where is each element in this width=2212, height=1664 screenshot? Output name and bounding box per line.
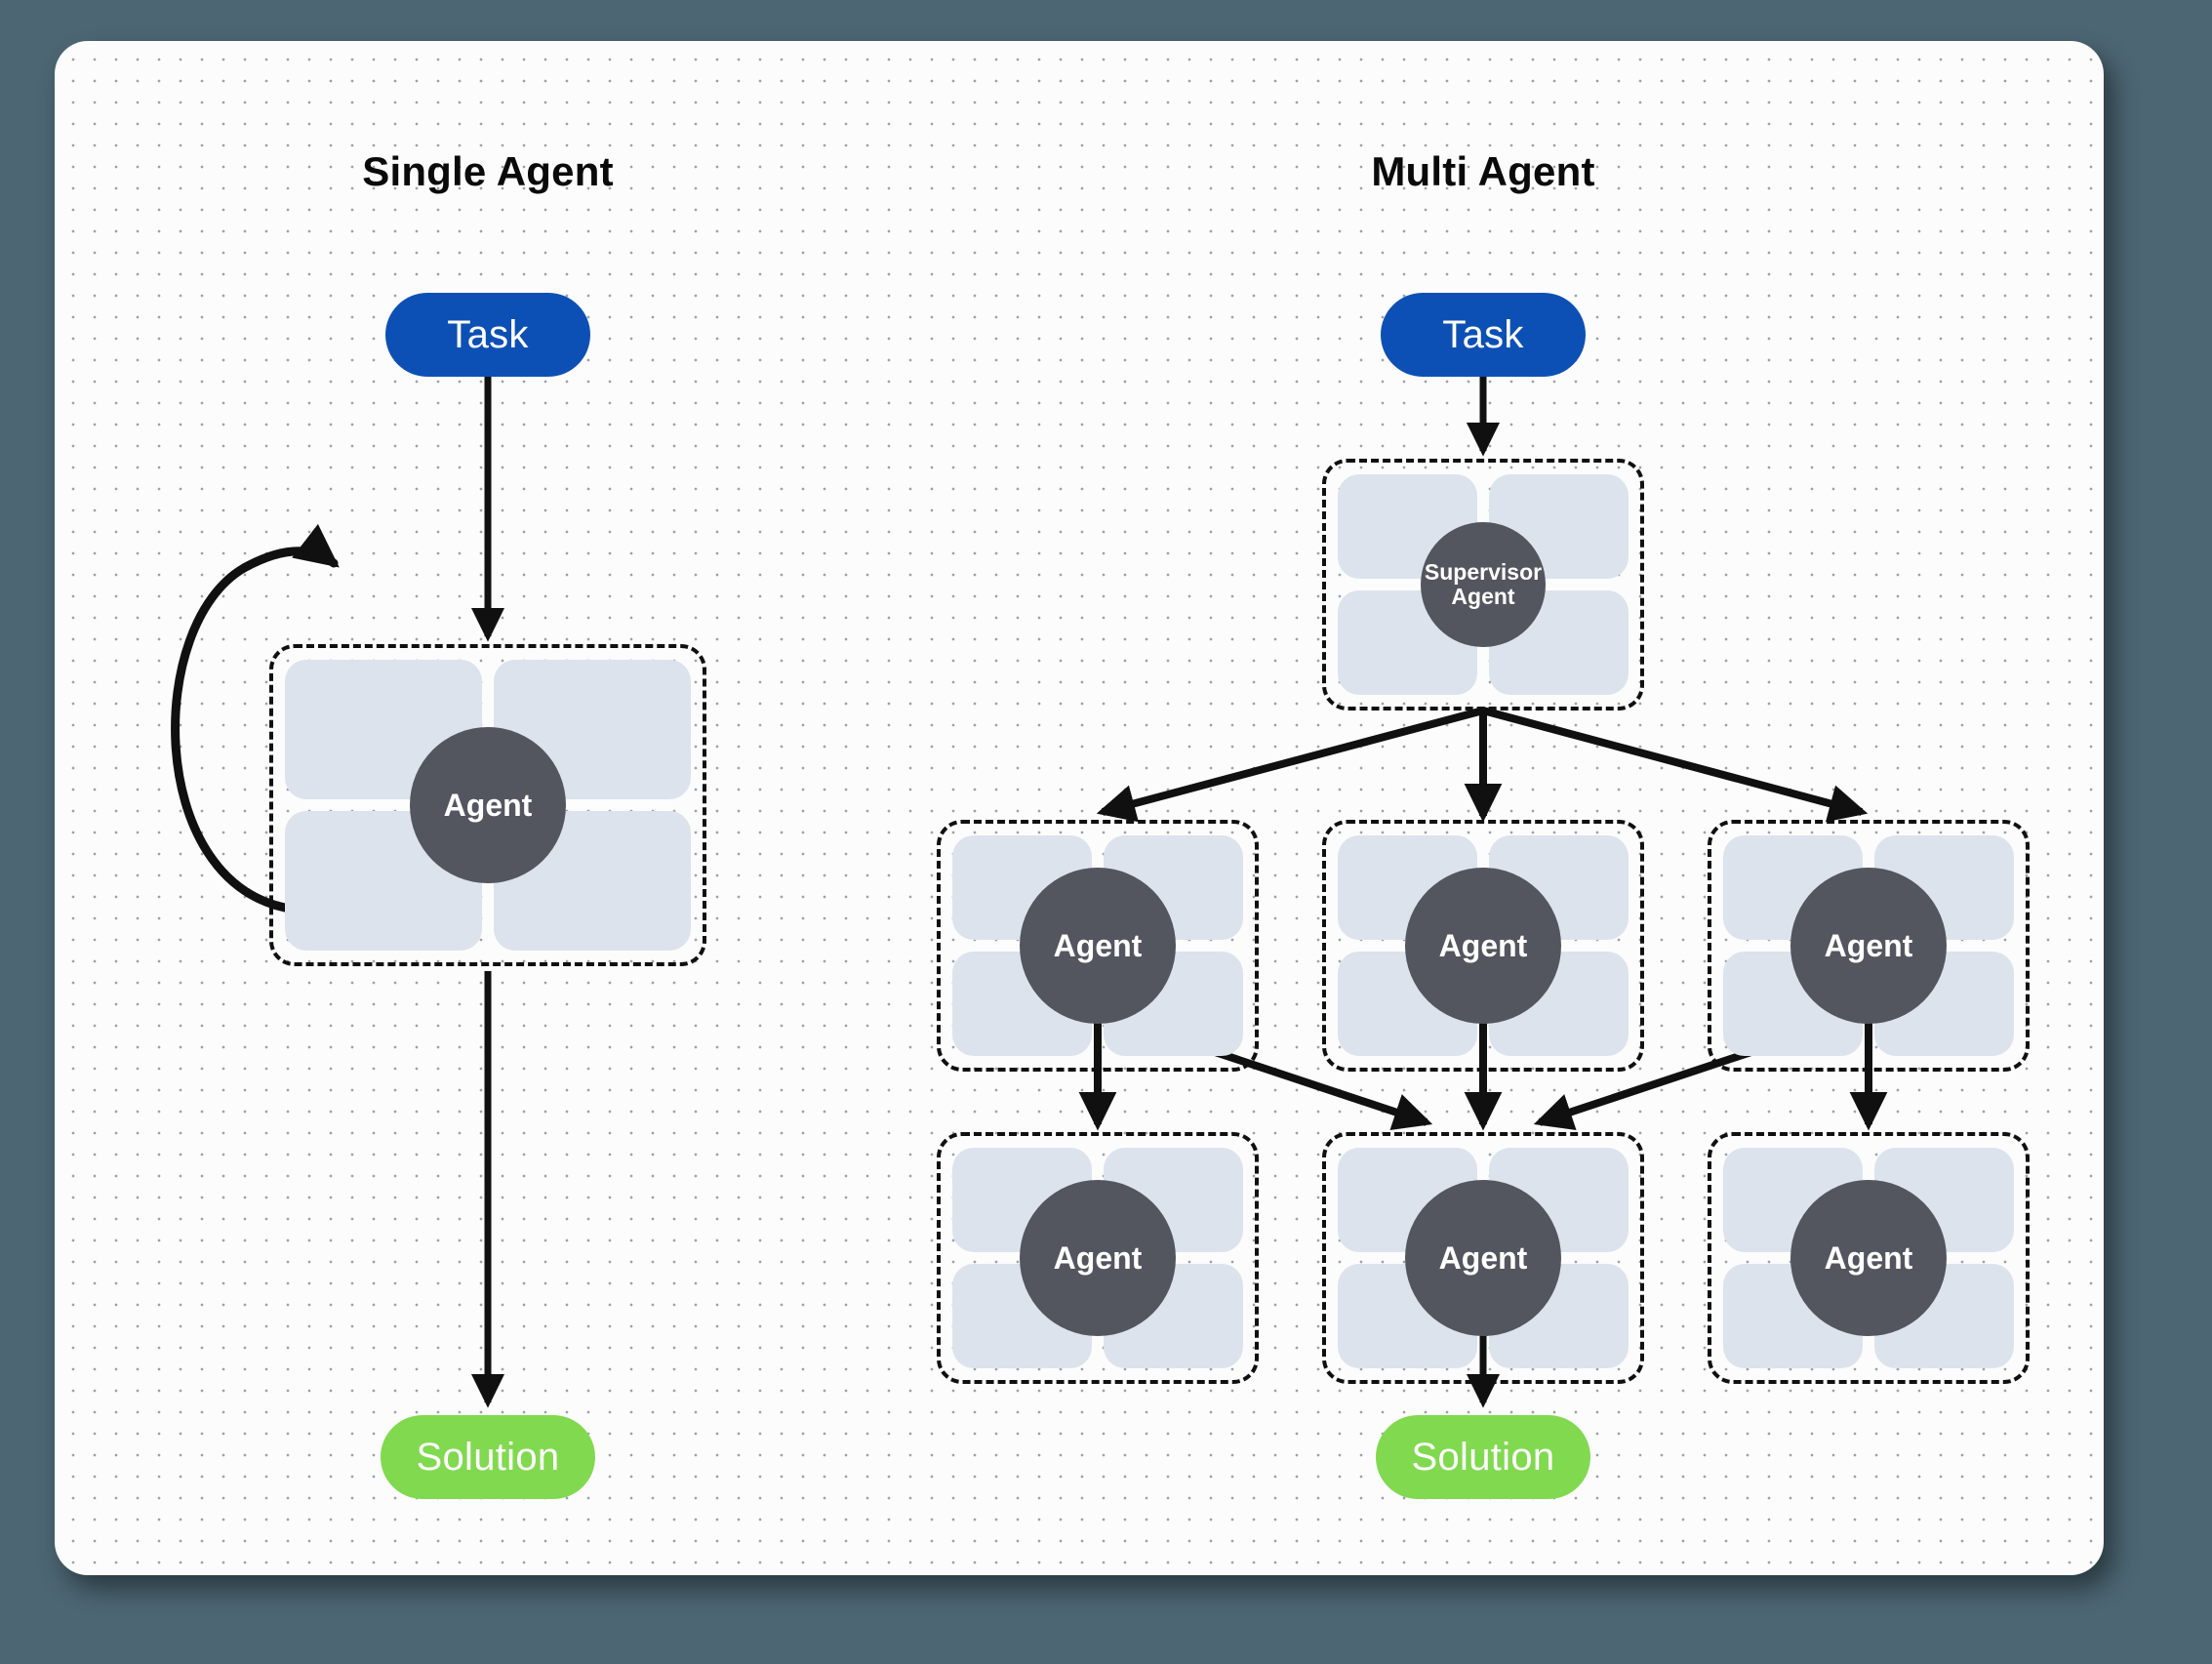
node-agent-row3-col3[interactable]: Agent (1708, 1132, 2030, 1384)
node-agent-row3-col2[interactable]: Agent (1322, 1132, 1644, 1384)
agent-circle-label: Agent (1020, 1180, 1176, 1336)
supervisor-label-line2: Agent (1451, 584, 1515, 609)
agent-circle-label: Agent (410, 727, 566, 883)
page-title-single-agent: Single Agent (362, 148, 614, 194)
agent-circle-label: Agent (1405, 868, 1561, 1024)
supervisor-label-line1: Supervisor (1424, 559, 1543, 586)
node-task-single[interactable]: Task (385, 293, 590, 377)
page-title-multi-agent: Multi Agent (1371, 148, 1595, 194)
node-agent-row2-col1[interactable]: Agent (937, 820, 1259, 1072)
node-agent-row2-col2[interactable]: Agent (1322, 820, 1644, 1072)
agent-circle-label: Agent (1405, 1180, 1561, 1336)
node-solution-multi[interactable]: Solution (1376, 1415, 1590, 1499)
node-supervisor-agent[interactable]: Supervisor Agent (1322, 459, 1644, 710)
agent-circle-label: Agent (1790, 868, 1947, 1024)
agent-circle-label: Agent (1790, 1180, 1947, 1336)
supervisor-circle: Supervisor Agent (1421, 522, 1546, 647)
node-agent-row3-col1[interactable]: Agent (937, 1132, 1259, 1384)
agent-tile-grid (1723, 835, 2014, 1056)
node-solution-single[interactable]: Solution (381, 1415, 595, 1499)
node-agent-single[interactable]: Agent (269, 644, 706, 966)
node-agent-row2-col3[interactable]: Agent (1708, 820, 2030, 1072)
node-task-multi[interactable]: Task (1381, 293, 1586, 377)
agent-circle-label: Agent (1020, 868, 1176, 1024)
